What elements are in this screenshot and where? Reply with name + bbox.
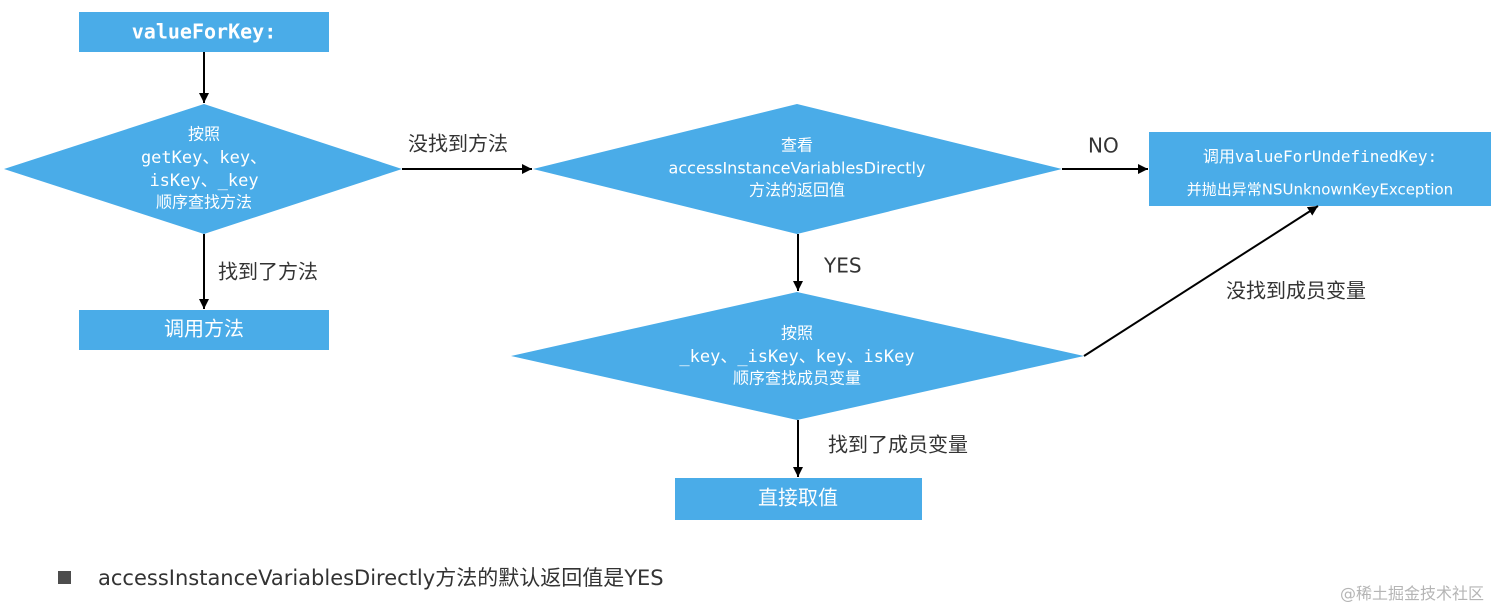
search-method-line2: getKey、key、 <box>141 148 267 168</box>
call-method-node: 调用方法 <box>79 310 329 350</box>
search-method-line3: isKey、_key <box>149 171 258 191</box>
undefined-key-prefix: 调用 <box>1203 147 1235 166</box>
start-node: valueForKey: <box>79 12 329 52</box>
label-ivar-not-found: 没找到成员变量 <box>1226 279 1366 303</box>
undefined-key-line2: 并抛出异常NSUnknownKeyException <box>1187 181 1453 199</box>
check-access-line2: accessInstanceVariablesDirectly <box>669 159 926 178</box>
search-ivars-line1: 按照 <box>781 324 813 343</box>
search-ivars-line2: _key、_isKey、key、isKey <box>679 347 914 367</box>
check-access-line1: 查看 <box>781 136 813 155</box>
get-value-node: 直接取值 <box>675 478 922 520</box>
search-method-line1: 按照 <box>188 125 220 144</box>
get-value-label: 直接取值 <box>758 486 838 510</box>
footnote: accessInstanceVariablesDirectly方法的默认返回值是… <box>58 562 664 592</box>
search-method-decision: 按照 getKey、key、 isKey、_key 顺序查找方法 <box>4 104 402 234</box>
undefined-key-code: valueForUndefinedKey: <box>1235 147 1437 166</box>
label-method-found: 找到了方法 <box>218 260 318 284</box>
undefined-key-line1: 调用valueForUndefinedKey: <box>1203 147 1437 166</box>
arrow-ivars-to-undefined <box>1083 205 1319 357</box>
footnote-text: accessInstanceVariablesDirectly方法的默认返回值是… <box>98 566 664 590</box>
check-access-line3: 方法的返回值 <box>749 181 845 200</box>
label-method-not-found: 没找到方法 <box>408 132 508 156</box>
bullet-square-icon <box>58 570 71 584</box>
check-access-decision: 查看 accessInstanceVariablesDirectly 方法的返回… <box>533 104 1062 234</box>
search-ivars-decision: 按照 _key、_isKey、key、isKey 顺序查找成员变量 <box>511 292 1084 420</box>
start-node-label: valueForKey: <box>132 20 277 44</box>
undefined-key-node: 调用valueForUndefinedKey: 并抛出异常NSUnknownKe… <box>1149 132 1491 206</box>
search-ivars-line3: 顺序查找成员变量 <box>733 369 861 388</box>
call-method-label: 调用方法 <box>164 317 244 341</box>
label-no: NO <box>1088 134 1119 158</box>
label-yes: YES <box>823 254 862 278</box>
search-method-line4: 顺序查找方法 <box>156 193 252 212</box>
watermark: @稀土掘金技术社区 <box>1339 584 1484 603</box>
label-ivar-found: 找到了成员变量 <box>828 433 968 457</box>
